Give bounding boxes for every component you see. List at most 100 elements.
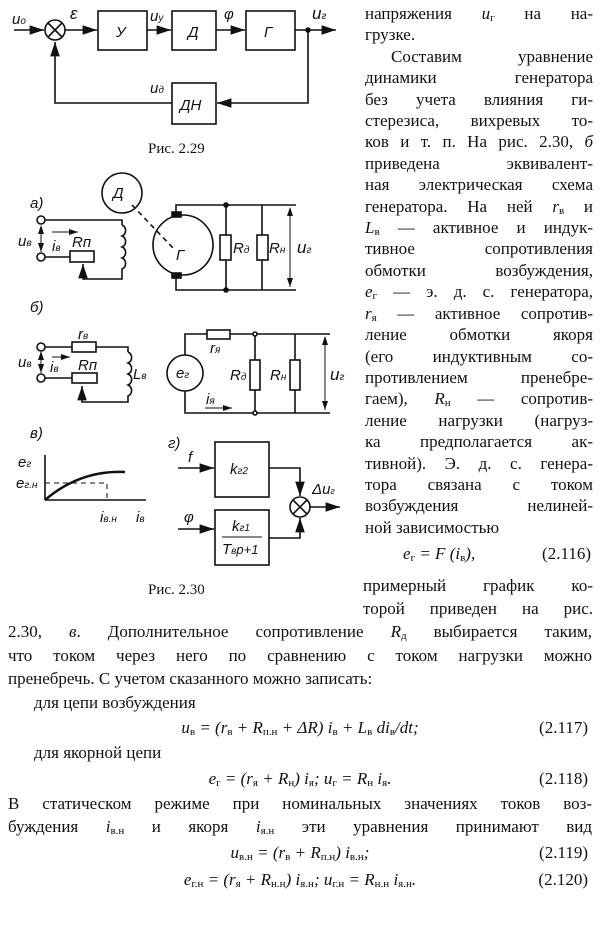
math-symbol: iя.н bbox=[393, 869, 412, 890]
text-line: 2.30, в. Дополнительное сопротивление Rд… bbox=[8, 622, 592, 642]
math-symbol: Lв bbox=[365, 218, 380, 239]
math-symbol: rв bbox=[278, 842, 291, 863]
math-symbol: rя bbox=[246, 768, 258, 789]
equation-body: eг = F (iв), bbox=[403, 544, 476, 564]
x-nominal-label: iв.н bbox=[100, 509, 117, 526]
x-axis-label: iв bbox=[136, 509, 145, 526]
text-line: торой приведен на рис. bbox=[363, 599, 593, 618]
math-symbol: rя bbox=[365, 303, 377, 324]
drive-motor-circle bbox=[101, 172, 143, 214]
extra-resistor-label: Rд bbox=[233, 240, 250, 257]
generator-label: Г bbox=[176, 247, 186, 264]
text-line: стерезиса, вихревых то- bbox=[365, 111, 593, 131]
text-line: ление обмотки якоря bbox=[365, 325, 593, 345]
math-symbol: eг bbox=[208, 768, 221, 789]
denominator-label: Tвp+1 bbox=[222, 541, 258, 558]
rheostat-label: Rп bbox=[78, 357, 97, 374]
field-current-label: iв bbox=[52, 238, 61, 255]
rheostat-label: Rп bbox=[72, 234, 91, 251]
circuit-a: а) uв iв Rп Д Г Rд Rн uг bbox=[18, 172, 311, 293]
text-line: eг — э. д. с. генератора, bbox=[365, 282, 593, 303]
text-line: буждения iв.н и якоря iя.н эти уравнения… bbox=[8, 817, 593, 837]
math-symbol: rв bbox=[220, 718, 233, 738]
y-nominal-label: eг.н bbox=[16, 475, 38, 492]
sensor-label: ДН bbox=[178, 97, 202, 114]
math-symbol: uг bbox=[323, 768, 337, 789]
feedback-voltage-label: uд bbox=[150, 80, 164, 97]
summing-junction bbox=[289, 496, 311, 518]
armature-resistance-label: rя bbox=[210, 340, 221, 357]
equation: eг = (rя + Rн) iя; uг = Rн iя.(2.118) bbox=[8, 765, 592, 792]
panel-label: а) bbox=[30, 195, 43, 212]
math-symbol: uг.н bbox=[323, 869, 345, 890]
text-line: тивное сопротивления bbox=[365, 239, 593, 259]
math-symbol: diв bbox=[376, 718, 395, 738]
field-resistance-label: rв bbox=[78, 326, 88, 343]
math-symbol: R bbox=[307, 718, 318, 737]
math-symbol: в bbox=[69, 622, 77, 641]
math-symbol: rв bbox=[552, 196, 565, 217]
math-symbol: /dt bbox=[395, 718, 413, 737]
angle-label: φ bbox=[184, 509, 194, 526]
text-line: возбуждения нелиней- bbox=[365, 496, 593, 516]
figure-caption: Рис. 2.29 bbox=[148, 141, 205, 157]
output-delta-label: Δuг bbox=[311, 481, 335, 498]
math-symbol: eг.н bbox=[183, 869, 204, 890]
math-symbol: Rн.н bbox=[260, 869, 286, 890]
math-symbol: iя bbox=[377, 768, 388, 789]
right-column-text: напряжения uг на на-грузке.Составим урав… bbox=[365, 3, 593, 538]
math-symbol: iя bbox=[304, 768, 314, 789]
summing-junction bbox=[44, 19, 66, 41]
disturbance-label: f bbox=[188, 449, 194, 466]
math-symbol: Rп.н bbox=[252, 718, 278, 738]
emf-label: eг bbox=[176, 365, 189, 382]
generator-circle bbox=[152, 214, 214, 276]
amplifier-label: У bbox=[115, 24, 127, 41]
equation-number: (2.116) bbox=[542, 544, 591, 563]
text-line: Lв — активное и индук- bbox=[365, 218, 593, 239]
text-line: ной зависимостью bbox=[365, 517, 500, 537]
equation-body: uв.н = (rв + Rп.н) iв.н; bbox=[230, 842, 370, 863]
control-voltage-label: uy bbox=[150, 8, 164, 25]
equation-body: eг = (rя + Rн) iя; uг = Rн iя. bbox=[208, 768, 392, 789]
gain-1-label: kг1 bbox=[232, 518, 250, 535]
text-line: для цепи возбуждения bbox=[34, 692, 196, 712]
text-line: обмотки возбуждения, bbox=[365, 260, 593, 280]
equation: eг.н = (rя + Rн.н) iя.н; uг.н = Rн.н iя.… bbox=[8, 866, 592, 893]
text-line: ков и т. п. На рис. 2.30, б bbox=[365, 132, 593, 152]
text-line: ка предполагается ак- bbox=[365, 432, 593, 452]
text-line: гаем), Rн — сопротив- bbox=[365, 389, 594, 410]
math-symbol: iв bbox=[327, 718, 338, 738]
panel-label: б) bbox=[30, 299, 43, 316]
output-voltage-label: uг bbox=[297, 238, 311, 257]
text-line: ная электрическая схема bbox=[365, 175, 593, 195]
math-symbol: iв.н bbox=[105, 817, 125, 837]
gain-2-label: kг2 bbox=[230, 461, 248, 478]
field-inductance-label: Lв bbox=[133, 366, 147, 383]
generator-label: Г bbox=[264, 24, 274, 41]
math-symbol: F bbox=[435, 544, 446, 563]
field-voltage-label: uв bbox=[18, 354, 32, 371]
right-column-text-continued: примерный график ко-торой приведен на ри… bbox=[363, 574, 593, 620]
text-line: динамики генератора bbox=[365, 68, 593, 88]
equation-number: (2.117) bbox=[539, 718, 588, 737]
equation: uв = (rв + Rп.н + ΔR) iв + Lв diв/dt; (2.… bbox=[8, 714, 592, 741]
extra-resistor-label: Rд bbox=[230, 367, 247, 384]
circuit-b-equivalent: б) uв iв rв Rп Lв eг rя iя Rд Rн uг bbox=[18, 299, 344, 416]
text-line: (его индуктивным со- bbox=[365, 346, 593, 366]
text-line: противлением пренебре- bbox=[365, 367, 593, 387]
disturbance-gain-block bbox=[214, 441, 270, 498]
equation-body: uв = (rв + Rп.н + ΔR) iв + Lв diв/dt; bbox=[181, 718, 419, 738]
math-symbol: iв bbox=[455, 544, 466, 564]
panel-label: г) bbox=[168, 435, 180, 452]
generator-block-diagram: г) f φ kг2 kг1 Tвp+1 Δuг bbox=[168, 435, 340, 566]
text-line: для якорной цепи bbox=[34, 743, 162, 762]
y-axis-label: eг bbox=[18, 454, 31, 471]
text-line: rя — активное сопротив- bbox=[365, 303, 593, 324]
output-voltage-label: uг bbox=[312, 4, 326, 23]
math-symbol: iя.н bbox=[255, 817, 275, 837]
text-line: тивной). Э. д. с. генера- bbox=[365, 453, 593, 473]
equation-number: (2.120) bbox=[538, 869, 588, 889]
text-line: грузке. bbox=[365, 25, 416, 45]
math-symbol: uг bbox=[481, 4, 495, 24]
